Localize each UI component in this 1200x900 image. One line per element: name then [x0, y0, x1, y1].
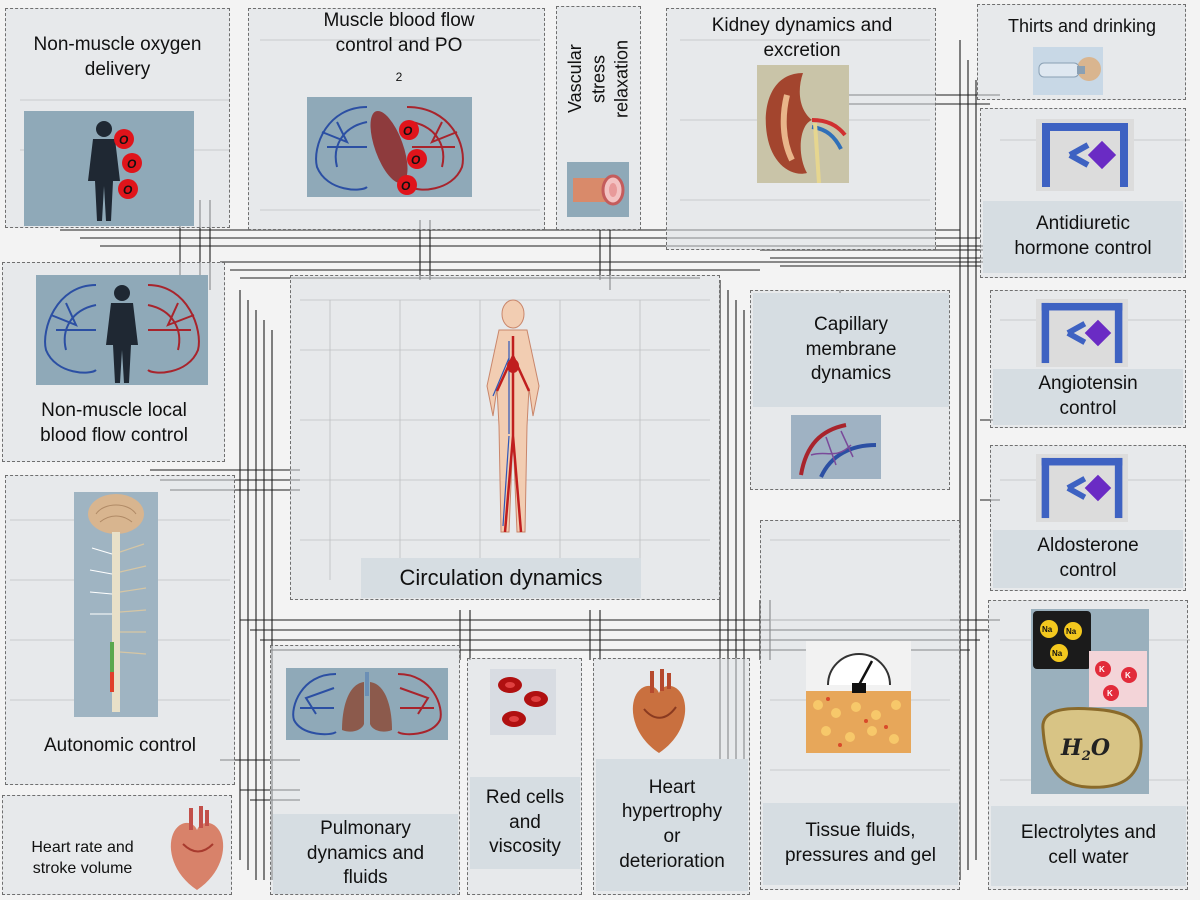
- artery-network-icon: [406, 106, 464, 191]
- tissue-gauge-image: [806, 641, 911, 753]
- lungs-image: [286, 668, 448, 740]
- circulation-title: Circulation dynamics: [361, 558, 641, 598]
- artery-network-icon: [147, 284, 200, 374]
- circulation-panel: Circulation dynamics: [290, 275, 720, 600]
- human-silhouette-icon: [88, 121, 120, 221]
- lungs-icon: [342, 672, 392, 732]
- svg-text:K: K: [1125, 671, 1131, 680]
- svg-text:Na: Na: [1066, 627, 1077, 636]
- muscle-vessels-image: O O O: [307, 97, 472, 197]
- red-cells-image: [490, 669, 556, 735]
- local-flow-image: [36, 275, 208, 385]
- potassium-ions-icon: [1089, 651, 1147, 707]
- red-blood-cells-icon: [498, 677, 548, 727]
- vein-network-icon: [44, 284, 97, 374]
- tissue-title: Tissue fluids,pressures and gel: [763, 803, 958, 885]
- circulatory-body-image: [473, 296, 553, 536]
- svg-text:K: K: [1099, 665, 1105, 674]
- thirst-panel: Thirts and drinking: [977, 4, 1186, 100]
- svg-text:H2O: H2O: [1060, 735, 1110, 764]
- angiotensin-receptor-image: [1036, 299, 1128, 367]
- svg-text:O: O: [123, 183, 133, 197]
- svg-text:O: O: [403, 124, 413, 138]
- blood-vessel-image: [567, 162, 629, 217]
- pressure-gauge-icon: [806, 641, 911, 747]
- svg-text:O: O: [127, 157, 137, 171]
- vessel-tube-icon: [573, 174, 625, 206]
- kidney-image: [757, 65, 849, 183]
- vein-network-icon: [292, 673, 337, 736]
- human-silhouette-icon: [106, 285, 138, 383]
- hormone-receptor-icon: [1041, 302, 1123, 364]
- muscle-fiber-icon: [370, 110, 408, 184]
- aldosterone-receptor-image: [1036, 454, 1128, 522]
- svg-text:Na: Na: [1052, 649, 1063, 658]
- autonomic-panel: Autonomic control: [5, 475, 235, 785]
- circulatory-body-icon: [486, 299, 540, 533]
- svg-text:O: O: [119, 133, 129, 147]
- artery-network-icon: [397, 673, 442, 736]
- capillary-bed-image: [791, 415, 881, 479]
- kidney-icon: [765, 73, 847, 183]
- drinking-bottle-icon: [1038, 57, 1101, 81]
- body-oxygen-image: O O O: [24, 111, 194, 226]
- electrolytes-image: Na Na Na K K K H2O: [1031, 609, 1149, 794]
- drinking-image: [1033, 47, 1103, 95]
- heart-image-large: [626, 667, 692, 755]
- hormone-receptor-icon: [1041, 457, 1123, 519]
- heart-image-small: [163, 804, 231, 892]
- heart-icon: [170, 806, 224, 890]
- vein-network-icon: [315, 106, 368, 191]
- svg-text:K: K: [1107, 689, 1113, 698]
- nervous-system-icon: [88, 494, 147, 712]
- oxygen-bubbles: O O O: [114, 129, 142, 199]
- heart-icon: [632, 669, 686, 753]
- nervous-system-image: [74, 492, 158, 717]
- svg-text:Na: Na: [1042, 625, 1053, 634]
- hormone-receptor-icon: [1042, 123, 1128, 187]
- svg-text:O: O: [401, 179, 411, 193]
- adh-receptor-image: [1036, 119, 1134, 191]
- autonomic-title: Autonomic control: [43, 734, 197, 756]
- svg-text:O: O: [411, 153, 421, 167]
- capillary-bed-icon: [799, 423, 877, 478]
- tissue-panel: Tissue fluids,pressures and gel: [760, 520, 960, 890]
- thirst-title: Thirts and drinking: [1007, 16, 1157, 37]
- water-droplet-icon: [1041, 707, 1143, 789]
